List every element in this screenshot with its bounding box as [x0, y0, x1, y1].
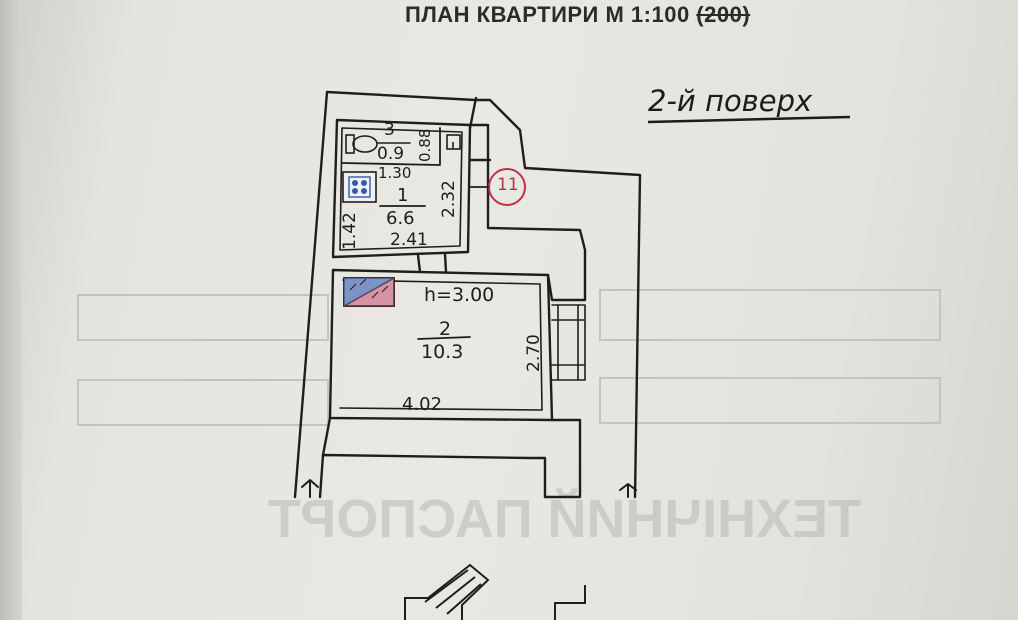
room-1-inner-wall [339, 127, 463, 251]
room-2-dim-width: 4.02 [402, 394, 443, 415]
boiler-hatch-icon [343, 277, 395, 307]
marker-label: 11 [497, 175, 519, 195]
stove-icon [342, 171, 377, 203]
staircase-marker [468, 168, 526, 206]
sink-icon [446, 134, 461, 150]
room-1-outline [331, 118, 472, 259]
corridor-step [468, 123, 587, 302]
room-2-number: 2 [439, 318, 452, 340]
room-1-dim-left: 1.42 [340, 212, 360, 250]
room-3-dim-width: 1.30 [378, 164, 412, 182]
lower-corridor-right [543, 418, 582, 499]
room-3-dim-height: 0.88 [416, 128, 434, 162]
room-2-area: 10.3 [421, 341, 464, 363]
room-2-window [551, 304, 586, 381]
dimension-line-room2 [417, 336, 471, 340]
corridor-stub-top [468, 96, 492, 162]
room-1-area: 6.6 [386, 208, 415, 229]
door-room1-room2 [416, 252, 448, 274]
lower-corridor-left [318, 453, 547, 499]
room-3-partition [341, 127, 441, 166]
room-1-number: 1 [397, 185, 409, 206]
room-2-dim-height: 2.70 [524, 334, 544, 372]
exit-arrow-right [619, 483, 637, 498]
page-binding-edge [0, 0, 22, 620]
room-2-inner-wall [339, 279, 543, 411]
lower-corridor-base [321, 416, 332, 457]
title-struck-scale: (200) [696, 2, 751, 27]
toilet-icon [345, 134, 378, 154]
room-3-number: 3 [384, 120, 395, 140]
bleed-through-boxes [77, 289, 941, 426]
floor-label-underline [647, 115, 851, 124]
ceiling-height-label: h=3.00 [424, 284, 495, 306]
corridor-outline [293, 90, 642, 499]
room-3-area: 0.9 [377, 144, 405, 164]
room-1-dim-right: 2.32 [439, 180, 459, 218]
room-1-dim-width: 2.41 [390, 230, 428, 250]
title-main: ПЛАН КВАРТИРИ М 1:100 [405, 2, 697, 27]
page-title: ПЛАН КВАРТИРИ М 1:100 (200) [405, 2, 865, 28]
floor-label: 2-й поверх [648, 84, 813, 118]
stair-fragment-bottom [404, 563, 586, 620]
exit-arrow-left [301, 479, 319, 498]
